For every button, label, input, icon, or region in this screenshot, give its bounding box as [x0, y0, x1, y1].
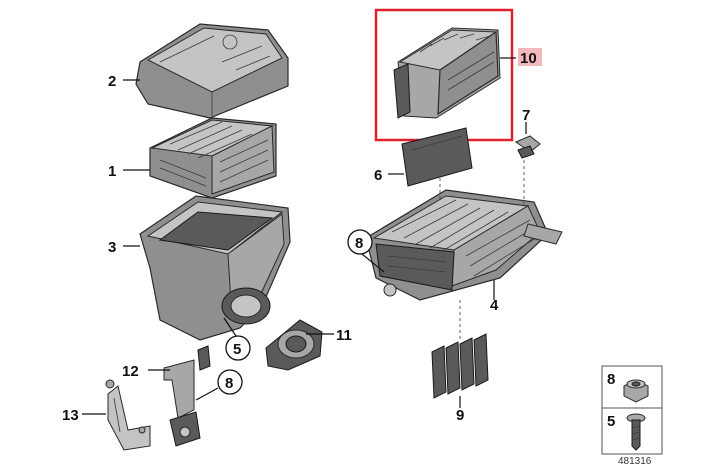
callout-8a-circle — [217, 369, 243, 395]
callout-8b: 8 — [355, 235, 363, 252]
leader-8a — [195, 387, 219, 401]
leader-8b — [361, 253, 385, 273]
callout-11: 11 — [336, 327, 352, 344]
part-3-housing[interactable] — [139, 195, 291, 341]
screw-icon — [626, 413, 646, 451]
callout-13: 13 — [62, 407, 79, 424]
legend-item-5: 5 — [607, 413, 615, 430]
document-number: 481316 — [618, 456, 652, 467]
callout-8b-circle — [347, 229, 373, 255]
callout-2: 2 — [108, 73, 116, 90]
callout-6: 6 — [374, 167, 382, 184]
nut-icon — [623, 379, 649, 403]
part-12-bracket[interactable] — [163, 345, 211, 447]
callout-5-circle — [225, 335, 251, 361]
part-9-fuses[interactable] — [431, 333, 489, 399]
part-13-holder[interactable] — [105, 379, 151, 451]
callout-7: 7 — [522, 107, 530, 124]
part-2-cover[interactable] — [135, 23, 289, 119]
part-10-module[interactable] — [393, 27, 501, 119]
hardware-legend: 8 5 — [601, 365, 663, 455]
callout-1: 1 — [108, 163, 116, 180]
part-1-fuse-carrier[interactable] — [149, 117, 277, 199]
callout-10-bg — [518, 48, 542, 66]
leader-5 — [223, 317, 237, 337]
part-4-fusebox[interactable] — [365, 189, 563, 301]
callout-4: 4 — [490, 297, 499, 314]
callout-9: 9 — [456, 407, 464, 424]
callout-10: 10 — [520, 50, 537, 67]
part-11-grommet[interactable] — [265, 319, 323, 371]
part-6-gasket[interactable] — [401, 127, 473, 187]
callout-5: 5 — [233, 341, 241, 358]
legend-item-8: 8 — [607, 371, 615, 388]
callout-8a: 8 — [225, 375, 233, 392]
callout-12: 12 — [122, 363, 139, 380]
part-7-clip[interactable] — [514, 135, 541, 159]
callout-3: 3 — [108, 239, 116, 256]
